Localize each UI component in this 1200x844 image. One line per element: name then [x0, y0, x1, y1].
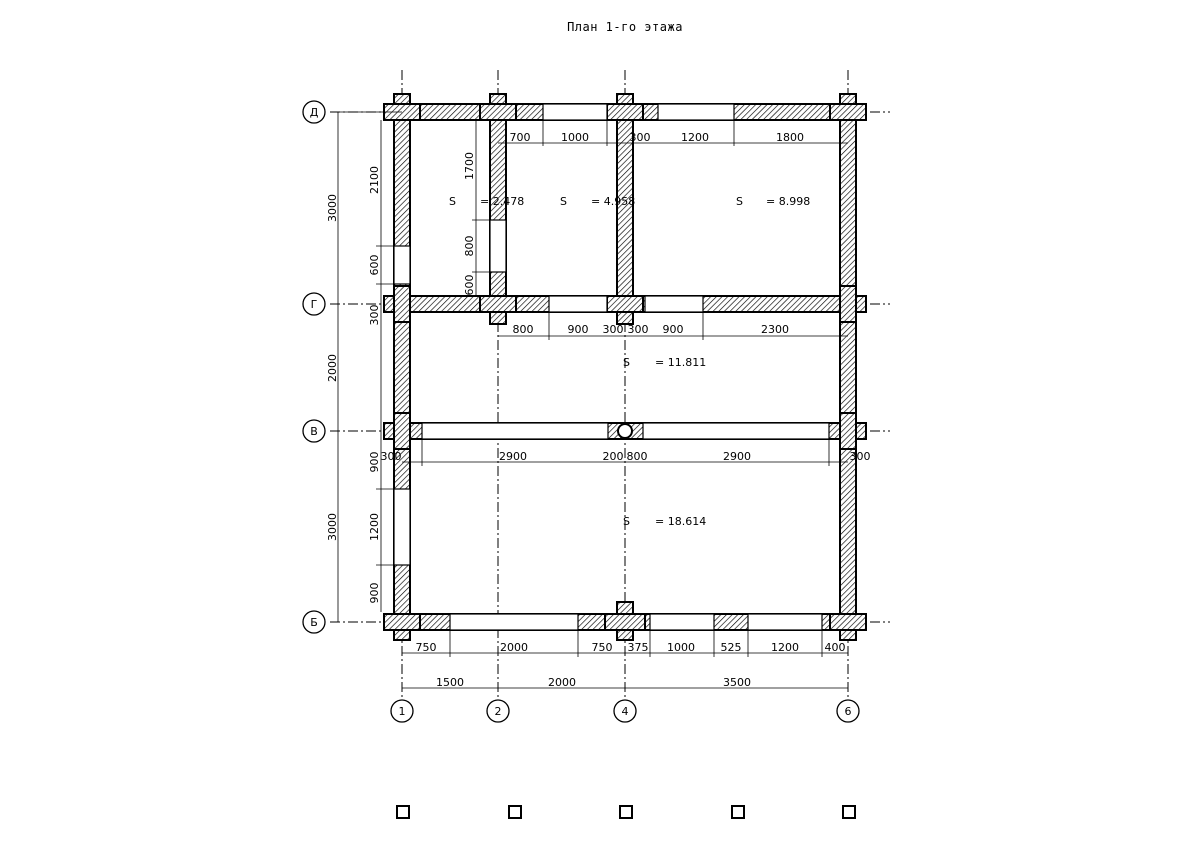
dims-b: 300 2900 200 800 2900 300 [381, 450, 871, 463]
axis-markers-vertical: 1 2 4 6 [390, 699, 860, 723]
dim-text: 1200 [368, 513, 381, 541]
room-area-value: = 8.998 [766, 195, 810, 208]
dim-text: 300 [630, 131, 651, 144]
dims-mid: 800 900 300 300 900 2300 [513, 323, 790, 336]
room-area-label: S [623, 356, 630, 369]
legend-box [508, 805, 522, 819]
dim-text: 300 [628, 323, 649, 336]
axis-label: 6 [845, 705, 852, 718]
room-area-label: S [560, 195, 567, 208]
dim-text: 800 [513, 323, 534, 336]
dim-text: 1000 [667, 641, 695, 654]
room-areas: S = 2.478 S = 4.958 S = 8.998 S = 11.811… [449, 195, 810, 528]
room-area-value: = 4.958 [591, 195, 635, 208]
room-area-label: S [623, 515, 630, 528]
dim-text: 1800 [776, 131, 804, 144]
room-area-value: = 11.811 [655, 356, 706, 369]
dim-text: 3000 [326, 194, 339, 222]
dim-text: 1200 [681, 131, 709, 144]
dim-text: 900 [368, 583, 381, 604]
room-area-label: S [449, 195, 456, 208]
axis-label: Г [311, 298, 318, 311]
dim-text: 800 [463, 236, 476, 257]
dim-text: 525 [721, 641, 742, 654]
axis-label: 2 [495, 705, 502, 718]
dim-text: 800 [627, 450, 648, 463]
axis-label: В [310, 425, 318, 438]
openings [393, 103, 830, 631]
legend-boxes [396, 805, 856, 819]
dim-text: 375 [628, 641, 649, 654]
dim-text: 2000 [548, 676, 576, 689]
dim-text: 1700 [463, 152, 476, 180]
dim-text: 1500 [436, 676, 464, 689]
dims-top: 700 1000 300 1200 1800 [510, 131, 805, 144]
dim-text: 750 [416, 641, 437, 654]
dim-text: 600 [368, 255, 381, 276]
dims-axis: 1500 2000 3500 [436, 676, 751, 689]
dim-text: 2000 [500, 641, 528, 654]
dim-text: 900 [663, 323, 684, 336]
room-area-label: S [736, 195, 743, 208]
dim-text: 300 [381, 450, 402, 463]
axis-markers-horizontal: Д Г В Б [302, 100, 326, 634]
dim-text: 300 [850, 450, 871, 463]
dim-text: 3500 [723, 676, 751, 689]
legend-box [619, 805, 633, 819]
dim-text: 1000 [561, 131, 589, 144]
dim-text: 3000 [326, 513, 339, 541]
room-area-value: = 18.614 [655, 515, 706, 528]
dims-left-outer: 3000 2000 3000 [326, 194, 339, 541]
dim-text: 2900 [499, 450, 527, 463]
dim-text: 900 [568, 323, 589, 336]
legend-box [731, 805, 745, 819]
dim-text: 750 [592, 641, 613, 654]
axis-label: Б [310, 616, 318, 629]
dim-text: 700 [510, 131, 531, 144]
dims-left-inner: 2100 600 300 900 1200 900 [368, 166, 381, 604]
axis-lines [330, 70, 890, 700]
dim-text: 300 [368, 305, 381, 326]
legend-box [842, 805, 856, 819]
dim-text: 2900 [723, 450, 751, 463]
dim-text: 1200 [771, 641, 799, 654]
dims-partition: 1700 800 600 [463, 152, 476, 296]
dimension-lines [334, 111, 848, 689]
axis-label: 1 [399, 705, 406, 718]
dim-text: 2100 [368, 166, 381, 194]
room-area-value: = 2.478 [480, 195, 524, 208]
dim-text: 900 [368, 452, 381, 473]
plan-title: План 1-го этажа [567, 20, 683, 34]
axis-label: 4 [622, 705, 629, 718]
dim-text: 2300 [761, 323, 789, 336]
dim-text: 2000 [326, 354, 339, 382]
dim-text: 600 [463, 275, 476, 296]
dim-text: 400 [825, 641, 846, 654]
legend-box [396, 805, 410, 819]
axis-label: Д [310, 106, 319, 119]
dims-bottom: 750 2000 750 375 1000 525 1200 400 [416, 641, 846, 654]
dim-text: 200 [603, 450, 624, 463]
dim-text: 300 [603, 323, 624, 336]
